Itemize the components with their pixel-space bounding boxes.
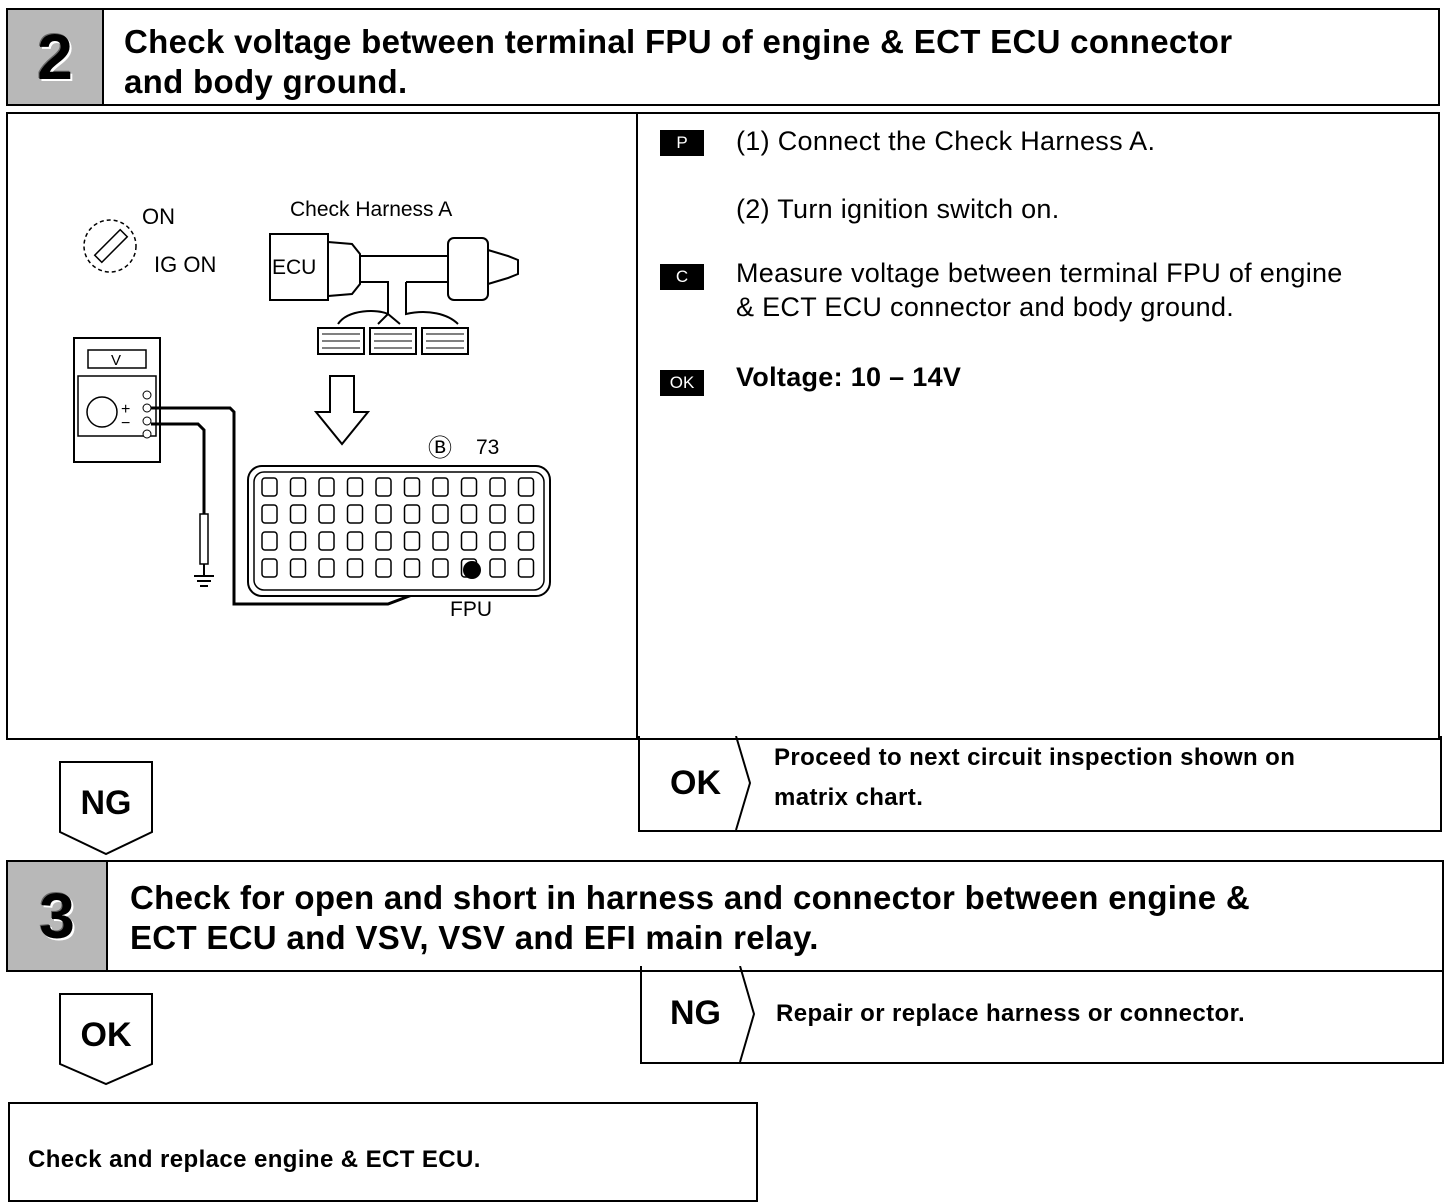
connector-pin (375, 558, 392, 578)
final-action-box: Check and replace engine & ECT ECU. (8, 1102, 758, 1202)
step-3-title-line2: ECT ECU and VSV, VSV and EFI main relay. (130, 919, 819, 956)
step-2-body (6, 112, 1440, 740)
result-ok-label: OK (670, 764, 721, 802)
connector-pin (346, 531, 364, 551)
connector-pin (432, 504, 449, 524)
connector-pin (289, 531, 307, 551)
branch-ng-label: NG (80, 784, 132, 822)
svg-text:+: + (121, 401, 130, 418)
ecu-label: ECU (272, 256, 316, 279)
step-2-title-line1: Check voltage between terminal FPU of en… (124, 23, 1233, 60)
badge-ok: OK (660, 370, 704, 396)
fpu-terminal (463, 561, 481, 579)
step-3-number: 3 (8, 862, 108, 970)
connector-pin (460, 531, 478, 551)
connector-pin (460, 504, 478, 524)
connector-pin (460, 477, 478, 497)
connector-number: 73 (476, 436, 499, 459)
step-2-number: 2 (8, 10, 104, 104)
instruction-1: (1) Connect the Check Harness A. (736, 126, 1156, 156)
connector-mark: Ⓑ (428, 435, 452, 462)
connector-pin (318, 477, 335, 497)
ignition-ig-on-label: IG ON (154, 252, 216, 277)
connector-pin (375, 531, 392, 551)
result-ng-text: Repair or replace harness or connector. (776, 1000, 1246, 1027)
connector-pin (289, 504, 307, 524)
branch-ok-label: OK (80, 1016, 132, 1054)
connector-pin (346, 558, 364, 578)
result-ok-text-line1: Proceed to next circuit inspection shown… (774, 744, 1296, 771)
branch-ok: OK (58, 992, 154, 1086)
connector-pin (318, 504, 335, 524)
connector-pin (403, 477, 421, 497)
connector-pin (375, 477, 392, 497)
final-action-text: Check and replace engine & ECT ECU. (28, 1146, 481, 1173)
connector-pin (517, 504, 535, 524)
connector-pins (261, 477, 535, 578)
connector-pin (489, 558, 506, 578)
step-3-header: 3 Check for open and short in harness an… (6, 860, 1444, 972)
badge-p: P (660, 130, 704, 156)
connector-pin (289, 558, 307, 578)
result-ng-label: NG (670, 994, 721, 1032)
connector-pin (346, 477, 364, 497)
connector-pin (432, 558, 449, 578)
down-arrow-icon (313, 375, 371, 446)
svg-text:−: − (121, 415, 130, 432)
ignition-key-icon (83, 219, 137, 273)
connector-pin (517, 558, 535, 578)
branch-ng: NG (58, 760, 154, 856)
wiring-diagram: ON IG ON Check Harness A ECU V + − (73, 198, 551, 621)
instruction-3-line2: & ECT ECU connector and body ground. (736, 292, 1235, 322)
connector-pin (403, 558, 421, 578)
result-ng-step3: NG Repair or replace harness or connecto… (640, 966, 1444, 1064)
instruction-3-line1: Measure voltage between terminal FPU of … (736, 258, 1343, 288)
connector-pin (346, 504, 364, 524)
step-2-divider (636, 112, 638, 738)
connector-pin (403, 531, 421, 551)
connector-pin (517, 477, 535, 497)
connector-pin (261, 504, 278, 524)
result-ok-text-line2: matrix chart. (774, 784, 924, 811)
connector-pin (261, 477, 278, 497)
step-2-title-line2: and body ground. (124, 63, 408, 100)
connector-pin (432, 477, 449, 497)
svg-text:V: V (111, 352, 121, 369)
voltmeter-icon: V + − (73, 337, 161, 463)
step-2-header: 2 Check voltage between terminal FPU of … (6, 8, 1440, 106)
connector-pin (489, 531, 506, 551)
connector-pin (432, 531, 449, 551)
check-harness-label: Check Harness A (290, 198, 452, 221)
step-3-title-line1: Check for open and short in harness and … (130, 879, 1250, 916)
connector-pin (517, 531, 535, 551)
connector-pin (489, 477, 506, 497)
connector-pin (375, 504, 392, 524)
connector-pin (403, 504, 421, 524)
badge-c: C (660, 264, 704, 290)
connector-pin (318, 531, 335, 551)
harness-connectors (317, 327, 469, 355)
ignition-on-label: ON (142, 204, 175, 229)
connector-pin (261, 558, 278, 578)
instruction-2: (2) Turn ignition switch on. (736, 194, 1060, 224)
result-ok-step2: OK Proceed to next circuit inspection sh… (638, 736, 1442, 832)
connector-pin (318, 558, 335, 578)
connector-pin (489, 504, 506, 524)
fpu-label: FPU (450, 598, 492, 621)
connector-pin (289, 477, 307, 497)
instruction-4: Voltage: 10 – 14V (736, 362, 962, 392)
connector-pin (261, 531, 278, 551)
